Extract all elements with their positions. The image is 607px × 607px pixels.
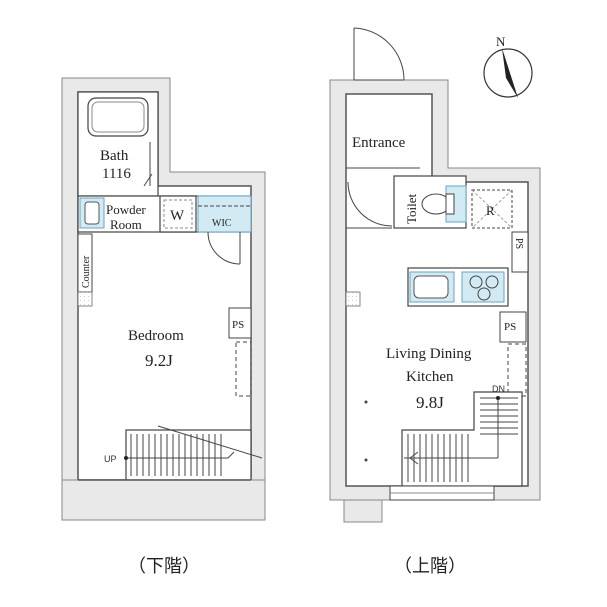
ps-shaft-lower [228, 307, 252, 339]
ps-shaft-upper [499, 311, 527, 343]
compass-icon [483, 48, 533, 98]
bath-label: Bath [100, 148, 129, 164]
entrance-label: Entrance [352, 135, 406, 151]
ps-vertical-label: PS [513, 238, 524, 249]
upper-floor-plan [329, 27, 541, 523]
bedroom-size-label: 9.2J [145, 351, 173, 370]
entrance-door [353, 27, 405, 81]
toilet-label: Toilet [404, 193, 419, 224]
bath-size-label: 1116 [102, 166, 131, 182]
ldk-size-label: 9.8J [416, 393, 444, 412]
walk-in-closet [197, 195, 252, 233]
powder-label-2: Room [110, 217, 142, 232]
ps-label-upper: PS [504, 321, 516, 333]
fridge-label: R [486, 203, 495, 218]
up-label: UP [104, 454, 117, 464]
powder-label-1: Powder [106, 202, 146, 217]
wic-label: WIC [212, 218, 232, 229]
washer-space [159, 195, 197, 233]
ldk-label-2: Kitchen [406, 369, 454, 385]
ldk-label-1: Living Dining [386, 346, 472, 362]
ps-shaft-vertical [511, 231, 529, 273]
upper-floor-caption: （上階） [394, 556, 466, 577]
stairs-lower [124, 425, 263, 481]
compass-north-label: N [496, 34, 506, 49]
bathtub [87, 97, 149, 137]
ps-label-lower: PS [232, 319, 244, 331]
dn-label: DN [492, 384, 505, 394]
counter-label: Counter [81, 255, 92, 288]
washer-label: W [170, 208, 185, 224]
lower-floor-plan [61, 77, 266, 521]
lower-floor-caption: （下階） [128, 556, 200, 577]
bedroom-label: Bedroom [128, 328, 184, 344]
